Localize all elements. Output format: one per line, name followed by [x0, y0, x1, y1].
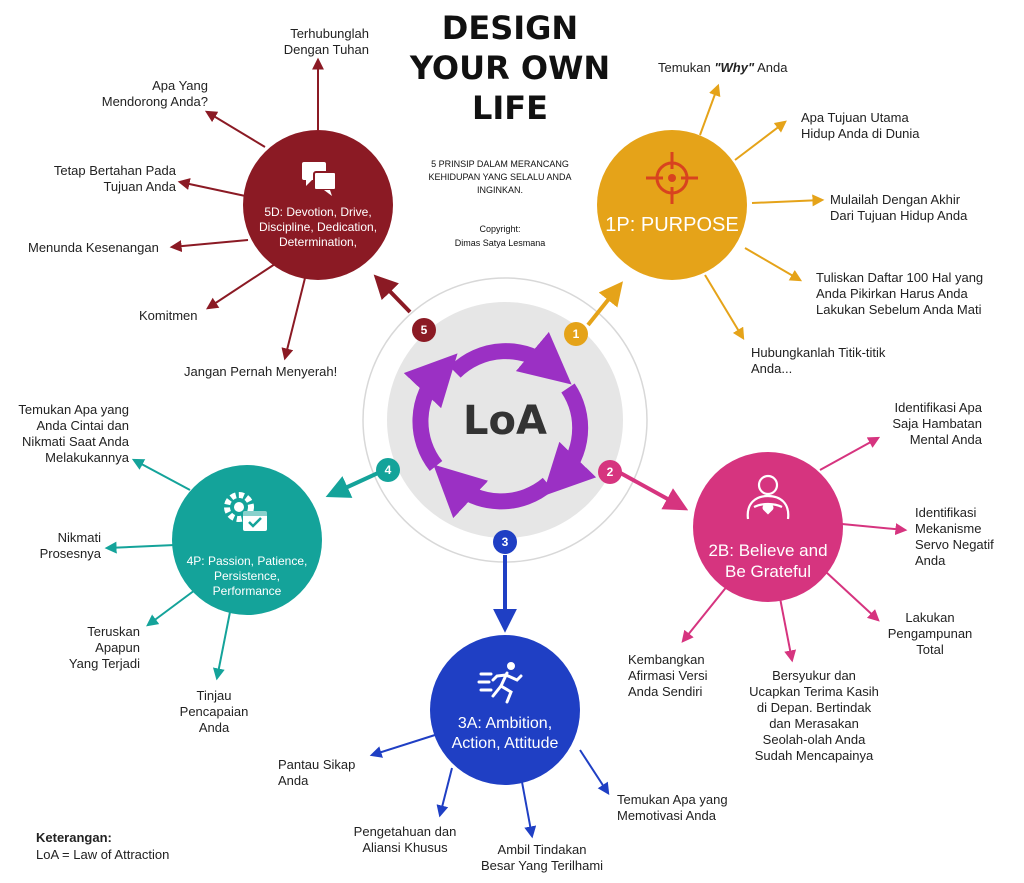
- cycle-arrows-icon: [403, 331, 597, 519]
- chat-bubbles-icon: [302, 162, 337, 196]
- runner-icon: [477, 662, 523, 704]
- purpose-branches: [699, 83, 825, 341]
- ambition-title: 3A: Ambition,Action, Attitude: [451, 715, 559, 752]
- believe-branches: [681, 436, 908, 663]
- arrow-to-believe: [614, 468, 689, 511]
- center-label: LoA: [463, 398, 547, 444]
- purpose-branch-why: Temukan "Why" Anda: [658, 60, 788, 75]
- gear-check-icon: [224, 492, 267, 531]
- target-icon: [646, 152, 698, 204]
- legend-text: LoA = Law of Attraction: [36, 847, 170, 862]
- purpose-number: 1: [564, 322, 588, 346]
- subtitle: 5 PRINSIP DALAM MERANCANG KEHIDUPAN YANG…: [428, 159, 572, 195]
- devotion-branch-never-give-up: Jangan Pernah Menyerah!: [184, 364, 338, 379]
- believe-node: [693, 452, 843, 602]
- ambition-number: 3: [493, 530, 517, 554]
- passion-title: 4P: Passion, Patience,Persistence,Perfor…: [186, 554, 308, 598]
- believe-number: 2: [598, 460, 622, 484]
- devotion-branches: [169, 57, 324, 361]
- purpose-node: [597, 130, 747, 280]
- passion-node: [172, 465, 322, 615]
- passion-number: 4: [376, 458, 400, 482]
- purpose-title: 1P: PURPOSE: [605, 214, 739, 236]
- arrow-to-devotion: [373, 274, 412, 314]
- devotion-title: 5D: Devotion, Drive,Discipline, Dedicati…: [258, 205, 378, 249]
- devotion-branch-delay-gratification: Menunda Kesenangan: [28, 240, 159, 255]
- hands-heart-icon: [746, 474, 790, 520]
- devotion-number: 5: [412, 318, 436, 342]
- legend-heading: Keterangan:: [36, 830, 112, 845]
- devotion-branch-commitment: Komitmen: [139, 308, 198, 323]
- ambition-node: [430, 635, 580, 785]
- passion-branches: [104, 458, 231, 681]
- devotion-node: [243, 130, 393, 280]
- copyright: Copyright: Dimas Satya Lesmana: [454, 224, 546, 248]
- ambition-branches: [369, 734, 610, 839]
- arrow-to-purpose: [586, 281, 623, 327]
- arrow-to-passion: [325, 471, 379, 498]
- page-title: DESIGN YOUR OWN LIFE: [409, 9, 611, 127]
